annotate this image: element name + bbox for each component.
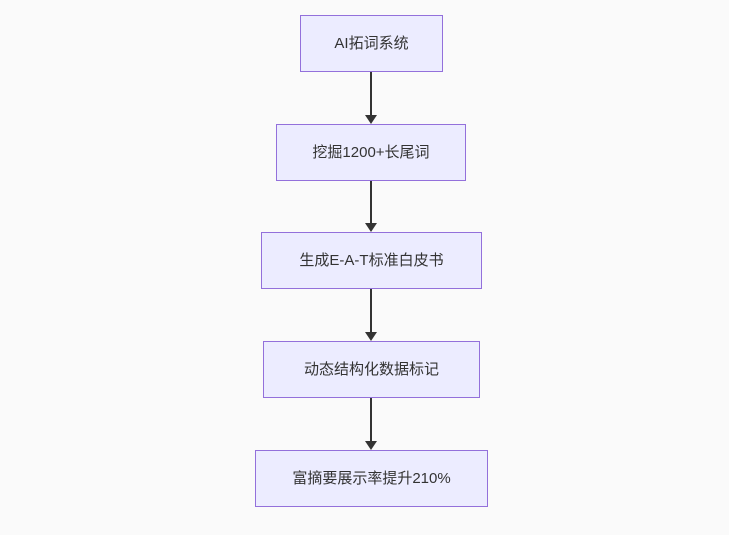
- arrow-shaft: [370, 289, 372, 332]
- flow-node-structured-data-markup: 动态结构化数据标记: [263, 341, 480, 398]
- arrowhead-icon: [365, 223, 377, 232]
- arrow-shaft: [370, 72, 372, 115]
- arrowhead-icon: [365, 441, 377, 450]
- flow-node-eat-whitepaper: 生成E-A-T标准白皮书: [261, 232, 482, 289]
- flow-node-ai-expansion-system: AI拓词系统: [300, 15, 443, 72]
- arrow-down-icon: [365, 289, 377, 341]
- flow-node-label: AI拓词系统: [334, 35, 409, 52]
- arrow-down-icon: [365, 398, 377, 450]
- flow-node-label: 富摘要展示率提升210%: [292, 470, 451, 487]
- flow-node-label: 挖掘1200+长尾词: [312, 144, 430, 161]
- arrow-down-icon: [365, 181, 377, 232]
- arrow-shaft: [370, 398, 372, 441]
- flow-node-label: 动态结构化数据标记: [303, 361, 439, 378]
- arrow-down-icon: [365, 72, 377, 124]
- flow-node-rich-snippet-result: 富摘要展示率提升210%: [255, 450, 488, 507]
- flow-node-label: 生成E-A-T标准白皮书: [299, 252, 444, 269]
- flow-node-longtail-mining: 挖掘1200+长尾词: [276, 124, 466, 181]
- arrow-shaft: [370, 181, 372, 223]
- arrowhead-icon: [365, 332, 377, 341]
- arrowhead-icon: [365, 115, 377, 124]
